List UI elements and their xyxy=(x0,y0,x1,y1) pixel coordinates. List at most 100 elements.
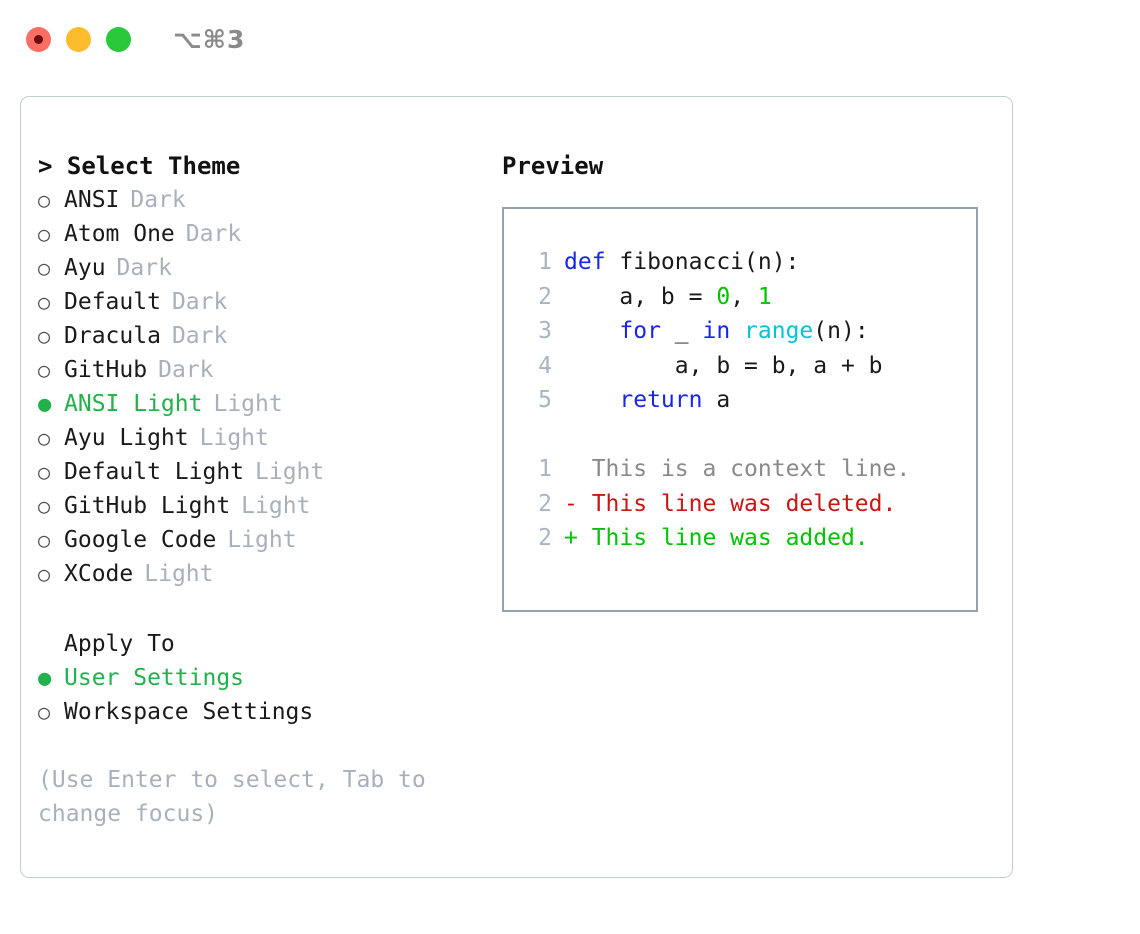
theme-option-label: Dracula xyxy=(64,323,161,349)
theme-option-atom-one[interactable]: ○ Atom One Dark xyxy=(38,217,498,251)
radio-unselected-icon: ○ xyxy=(38,494,51,518)
radio-unselected-icon: ○ xyxy=(38,324,51,348)
code-token-id: a, b = b, a + b xyxy=(564,352,883,379)
radio-selected-icon: ● xyxy=(38,666,52,691)
shortcut-label: ⌥⌘3 xyxy=(173,24,246,54)
radio-unselected-icon: ○ xyxy=(38,460,51,484)
line-number: 4 xyxy=(538,352,552,379)
line-number: 5 xyxy=(538,387,552,413)
theme-option-default-light[interactable]: ○ Default Light Light xyxy=(38,455,498,489)
apply-to-list: ●User Settings ○ Workspace Settings xyxy=(38,661,498,729)
code-token-id: , xyxy=(730,283,758,310)
radio-selected-icon: ● xyxy=(38,392,52,417)
radio-unselected-icon: ○ xyxy=(38,426,51,450)
code-token-id: a xyxy=(702,387,731,413)
apply-to-option-workspace-settings[interactable]: ○ Workspace Settings xyxy=(38,695,498,729)
code-token-kw: for xyxy=(619,318,661,344)
code-token-id xyxy=(564,387,619,413)
apply-to-header: Apply To xyxy=(64,631,175,657)
code-token-num: 1 xyxy=(757,283,772,310)
list-spacer xyxy=(38,591,498,627)
line-number: 1 xyxy=(538,249,552,275)
radio-unselected-icon: ○ xyxy=(38,188,51,212)
code-text: a, b = 0, 1 xyxy=(564,280,772,315)
diff-line-number: 1 xyxy=(538,456,552,482)
code-token-fn: range xyxy=(744,318,814,344)
theme-option-label: Ayu Light xyxy=(64,425,189,451)
theme-option-variant-tag: Light xyxy=(255,459,325,485)
radio-unselected-icon: ○ xyxy=(38,562,51,586)
code-token-kw: return xyxy=(619,387,703,413)
diff-line-ctx: 1 This is a context line. xyxy=(518,452,976,487)
title-bar: ⌥⌘3 xyxy=(0,0,1140,78)
code-token-id xyxy=(730,318,744,344)
code-token-kw: def xyxy=(564,249,620,275)
theme-option-label: Google Code xyxy=(64,527,217,553)
diff-sample: 1 This is a context line.2- This line wa… xyxy=(518,452,976,556)
code-line: 2 a, b = 0, 1 xyxy=(518,280,976,315)
apply-to-option-user-settings[interactable]: ●User Settings xyxy=(38,661,498,695)
theme-option-label: Atom One xyxy=(64,221,175,247)
code-line: 4 a, b = b, a + b xyxy=(518,349,976,384)
theme-option-variant-tag: Dark xyxy=(130,187,186,213)
zoom-button[interactable] xyxy=(106,26,131,52)
code-text: return a xyxy=(564,383,730,418)
theme-option-variant-tag: Light xyxy=(213,391,283,417)
theme-option-label: ANSI xyxy=(64,187,120,213)
radio-unselected-icon: ○ xyxy=(38,528,51,552)
diff-text: This is a context line. xyxy=(577,456,911,482)
theme-option-variant-tag: Dark xyxy=(185,221,242,247)
preview-header: Preview xyxy=(502,152,604,180)
recording-indicator-icon xyxy=(34,34,43,44)
code-token-id: _ xyxy=(660,318,703,344)
minimize-button[interactable] xyxy=(66,26,91,52)
code-text: for _ in range(n): xyxy=(564,314,869,349)
radio-unselected-icon: ○ xyxy=(38,700,51,724)
line-number: 2 xyxy=(538,283,552,310)
theme-option-ansi[interactable]: ○ ANSI Dark xyxy=(38,183,498,217)
code-token-id: fibonacci(n): xyxy=(619,249,800,275)
theme-option-dracula[interactable]: ○ Dracula Dark xyxy=(38,319,498,353)
theme-option-label: GitHub Light xyxy=(64,493,231,519)
theme-option-variant-tag: Dark xyxy=(171,323,228,349)
diff-text: This line was added. xyxy=(577,525,869,551)
theme-option-label: Default Light xyxy=(64,459,245,485)
apply-to-option-label: Workspace Settings xyxy=(64,699,314,725)
theme-option-label: Default xyxy=(64,289,161,315)
theme-option-variant-tag: Dark xyxy=(158,357,214,383)
diff-marker xyxy=(564,452,578,487)
line-number: 3 xyxy=(538,318,552,344)
radio-unselected-icon: ○ xyxy=(38,256,51,280)
code-token-id: (n): xyxy=(813,318,869,344)
diff-marker: - xyxy=(564,490,578,517)
code-line: 5 return a xyxy=(518,383,976,418)
theme-option-label: GitHub xyxy=(64,357,148,383)
theme-option-variant-tag: Light xyxy=(199,425,269,451)
theme-option-variant-tag: Dark xyxy=(116,255,172,281)
close-button[interactable] xyxy=(26,26,51,52)
window-controls xyxy=(26,26,131,52)
diff-marker: + xyxy=(564,525,578,551)
diff-text: This line was deleted. xyxy=(577,490,897,517)
theme-option-label: XCode xyxy=(64,561,134,587)
code-token-num: 0 xyxy=(716,283,731,310)
code-text: def fibonacci(n): xyxy=(564,245,799,280)
theme-option-ayu-light[interactable]: ○ Ayu Light Light xyxy=(38,421,498,455)
radio-unselected-icon: ○ xyxy=(38,222,51,246)
theme-option-variant-tag: Dark xyxy=(171,289,228,315)
code-diff-gap xyxy=(518,418,976,453)
code-token-id: a, b = xyxy=(564,283,717,310)
